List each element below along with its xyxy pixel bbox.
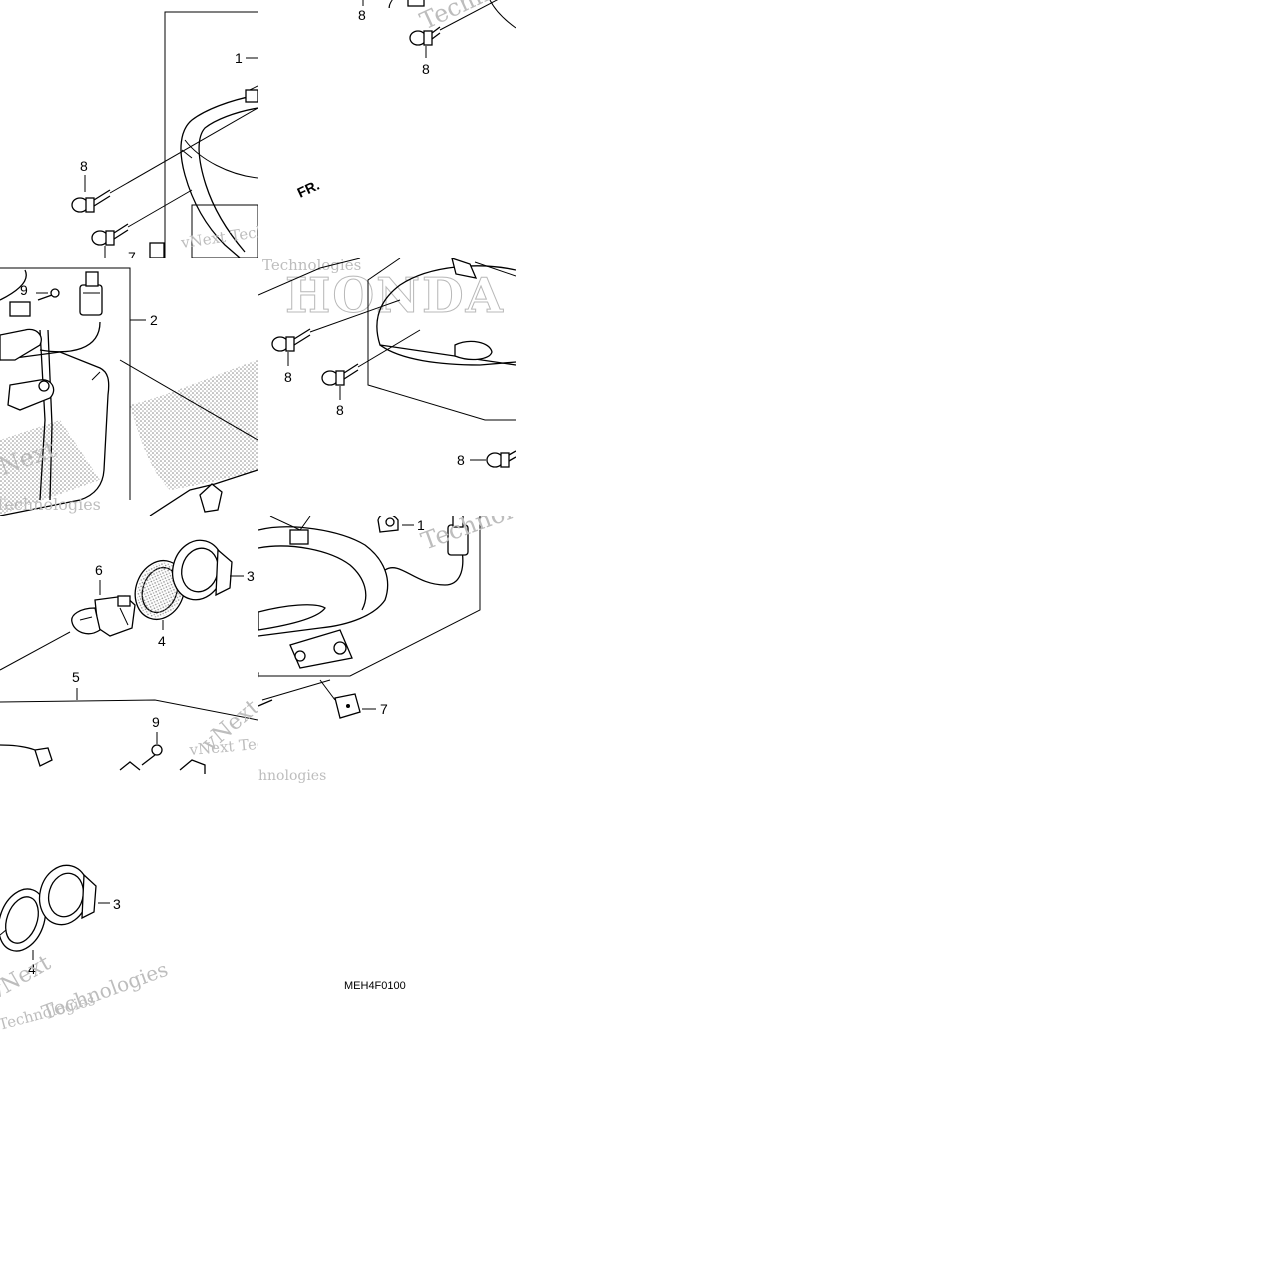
callout-9: 9: [20, 282, 28, 298]
tile-middle-middle: HONDA Technologies 8 8 8: [258, 256, 516, 468]
watermark-text: vNext: [0, 950, 55, 1005]
callout-3: 3: [113, 896, 121, 912]
callout-4: 4: [28, 961, 36, 977]
headlight-bulb-icon: [71, 595, 136, 637]
callout-6: 6: [95, 562, 103, 578]
flange-bolt-icon: [486, 450, 516, 468]
callout-9: 9: [152, 714, 160, 730]
watermark-text: Technologies: [417, 475, 576, 556]
tile-upper-middle: 8 7 8 Technologies: [358, 0, 516, 77]
dust-cover-icon: [171, 539, 233, 601]
watermark-text: Technologies: [39, 957, 172, 1025]
watermark-text: vNext Technologies: [179, 213, 330, 252]
seal-ring-icon: [134, 559, 186, 621]
tile-middle-left: 9 2 vNext Technologies: [0, 267, 258, 516]
callout-8: 8: [336, 402, 344, 418]
callout-8: 8: [422, 61, 430, 77]
callout-7: 7: [128, 249, 136, 265]
callout-5: 5: [72, 669, 80, 685]
drawing-code: MEH4F0100: [344, 980, 406, 992]
callout-1: 1: [235, 50, 243, 66]
callout-3: 3: [247, 568, 255, 584]
seal-ring-icon: [0, 888, 47, 952]
watermark-text: Technologies: [0, 495, 101, 514]
callout-4: 4: [158, 633, 166, 649]
nut-clip-icon: [334, 693, 361, 719]
callout-1: 1: [417, 517, 425, 533]
screw-icon: [37, 288, 60, 301]
callout-7: 7: [386, 0, 394, 11]
dust-cover-icon: [38, 864, 97, 926]
tile-lower-middle: 1 6 7 Technologies: [217, 475, 576, 719]
callout-8: 8: [358, 7, 366, 23]
connector-icon: [447, 516, 469, 556]
connector-icon: [79, 271, 103, 316]
flange-bolt-icon: [409, 0, 499, 46]
front-direction-arrow-icon: [258, 197, 304, 222]
callout-2: 2: [150, 312, 158, 328]
callout-8: 8: [80, 158, 88, 174]
flange-bolt-icon: [271, 299, 401, 352]
watermark-text: hnologies: [258, 768, 326, 784]
flange-bolt-icon: [91, 189, 193, 246]
callout-6: 6: [217, 632, 225, 648]
flange-bolt-icon: [71, 107, 258, 213]
callout-8: 8: [457, 452, 465, 468]
lower-detail: 4 3 vNext Technologies Technologies MEH4…: [0, 864, 406, 1034]
callout-7: 7: [380, 701, 388, 717]
screw-icon: [141, 744, 163, 766]
front-direction-label: FR.: [295, 177, 322, 201]
flange-bolt-icon: [321, 329, 421, 386]
watermark-brand: HONDA: [285, 268, 505, 324]
tile-lower-left: 6 4 3 5 9: [0, 539, 258, 774]
watermark-text: Technologies: [262, 256, 361, 274]
tile-upper-left: 1 8 7 vNext Technologies: [71, 11, 330, 265]
clamp-icon: [377, 516, 399, 533]
callout-8: 8: [284, 369, 292, 385]
